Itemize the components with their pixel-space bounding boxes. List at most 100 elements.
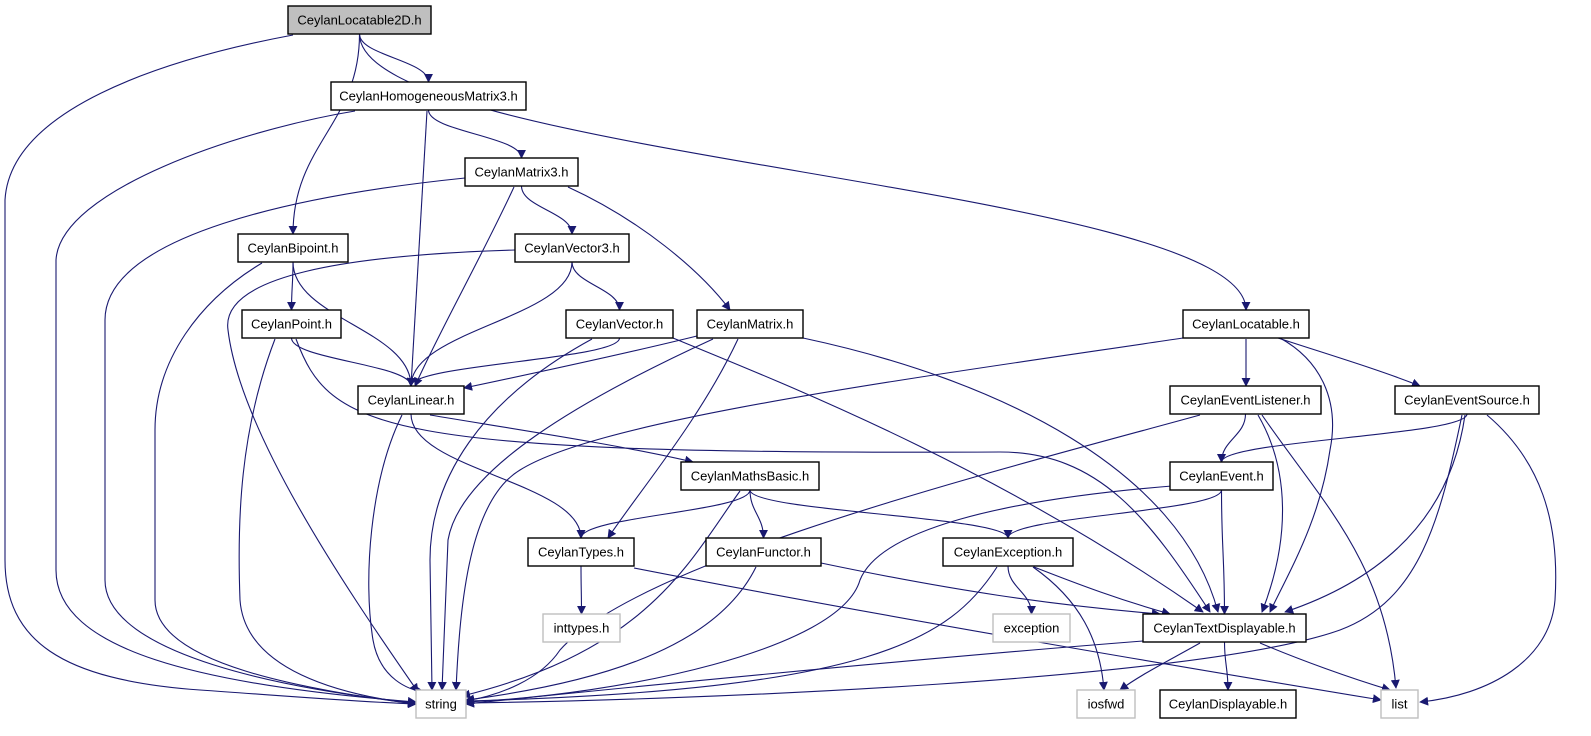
node-iosfwd: iosfwd [1076,689,1136,719]
edge-el-to-string [465,414,1201,705]
edge-el-to-td [1257,414,1284,613]
node-hm3[interactable]: CeylanHomogeneousMatrix3.h [330,81,527,111]
edge-v3-to-string [227,249,516,693]
edge-root-to-string [4,34,417,709]
node-label: CeylanFunctor.h [716,545,811,560]
edge-m3-to-string [104,177,466,707]
node-label: iosfwd [1088,697,1125,712]
edge-root-to-bip [288,33,361,235]
node-box [1182,309,1310,339]
edge-hm3-to-m3 [427,109,526,159]
node-label: CeylanEvent.h [1179,469,1264,484]
node-inttypes: inttypes.h [542,613,621,643]
node-label: CeylanMatrix.h [707,317,794,332]
node-label: exception [1004,621,1060,636]
node-mb[interactable]: CeylanMathsBasic.h [680,461,820,491]
edge-fu-to-string [465,566,757,704]
node-label: list [1392,697,1408,712]
edge-v3-to-vec [571,261,624,311]
node-box [680,461,820,491]
node-lin[interactable]: CeylanLinear.h [357,385,465,415]
node-label: CeylanEventSource.h [1404,393,1530,408]
node-label: CeylanHomogeneousMatrix3.h [339,89,517,104]
node-mat[interactable]: CeylanMatrix.h [696,309,804,339]
node-disp[interactable]: CeylanDisplayable.h [1159,689,1297,719]
node-box [1159,689,1297,719]
node-box [992,613,1071,643]
edge-bip-to-lin [292,261,416,387]
edge-m3-to-v3 [520,185,577,235]
edge-mat-to-ty [607,338,739,539]
edge-el-to-ev [1217,413,1247,463]
edge-es-to-td [1284,414,1466,614]
edge-mat-to-string [437,338,714,691]
node-label: CeylanException.h [954,545,1062,560]
node-box [942,537,1074,567]
node-box [514,233,630,263]
edge-mb-to-fu [749,489,768,539]
node-v3[interactable]: CeylanVector3.h [514,233,630,263]
edge-ty-to-inttypes [576,565,586,615]
node-label: inttypes.h [554,621,610,636]
edge-el-to-list [1261,414,1400,689]
node-list: list [1380,689,1419,719]
node-es[interactable]: CeylanEventSource.h [1394,385,1540,415]
node-el[interactable]: CeylanEventListener.h [1169,385,1322,415]
node-fu[interactable]: CeylanFunctor.h [705,537,822,567]
node-box [1076,689,1136,719]
edge-ev-to-string [465,485,1173,707]
node-exception: exception [992,613,1071,643]
node-ex[interactable]: CeylanException.h [942,537,1074,567]
edge-mb-to-ex [749,489,1013,539]
edge-vec-to-string [427,338,593,691]
edge-fu-to-td [820,562,1161,618]
edge-td-to-iosfwd [1119,642,1201,691]
edge-ex-to-td [1033,566,1171,617]
edge-loc-to-td [1269,337,1334,613]
edge-lin-to-mb [429,414,694,465]
node-box [464,157,579,187]
edge-ex-to-string [465,566,998,706]
node-label: CeylanLocatable.h [1192,317,1300,332]
node-box [696,309,804,339]
node-ty[interactable]: CeylanTypes.h [527,537,635,567]
node-vec[interactable]: CeylanVector.h [565,309,674,339]
node-root[interactable]: CeylanLocatable2D.h [287,5,432,35]
node-box [1169,461,1274,491]
edge-ev-to-ex [1003,489,1223,539]
node-label: CeylanTypes.h [538,545,624,560]
node-label: CeylanLinear.h [368,393,455,408]
node-bip[interactable]: CeylanBipoint.h [237,233,349,263]
edge-pt-to-lin [290,337,416,387]
node-box [357,385,465,415]
edge-m3-to-lin [414,186,515,387]
edge-hm3-to-lin [406,110,428,387]
edge-bip-to-pt [287,261,297,311]
edge-es-to-ev [1217,413,1468,463]
node-label: CeylanTextDisplayable.h [1153,621,1295,636]
edge-m3-to-mat [567,186,731,311]
node-pt[interactable]: CeylanPoint.h [241,309,342,339]
node-box [241,309,342,339]
edge-hm3-to-string [55,110,417,706]
node-td[interactable]: CeylanTextDisplayable.h [1142,613,1307,643]
node-m3[interactable]: CeylanMatrix3.h [464,157,579,187]
edge-lin-to-string [368,414,425,696]
edge-loc-to-string [451,337,1184,691]
edge-td-to-string [465,640,1144,708]
node-box [565,309,674,339]
node-box [705,537,822,567]
node-box [527,537,635,567]
node-label: CeylanMathsBasic.h [691,469,810,484]
node-label: CeylanVector3.h [524,241,619,256]
node-loc[interactable]: CeylanLocatable.h [1182,309,1310,339]
edge-v3-to-lin [406,261,573,387]
node-label: string [425,697,457,712]
edge-es-to-list [1419,414,1557,706]
node-ev[interactable]: CeylanEvent.h [1169,461,1274,491]
node-label: CeylanLocatable2D.h [297,13,421,28]
edge-pt-to-td [295,338,1211,613]
edge-ex-to-exception [1007,565,1036,615]
node-box [542,613,621,643]
